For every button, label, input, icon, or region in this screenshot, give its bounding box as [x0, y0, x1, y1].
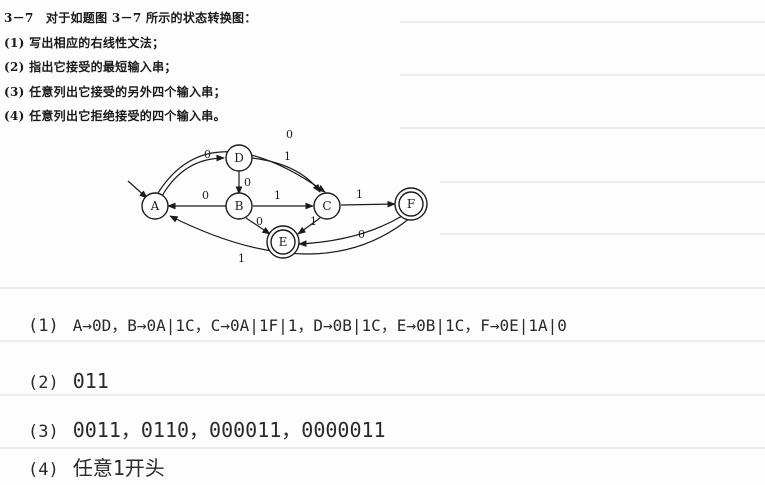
state-a: A — [141, 192, 169, 220]
state-c: C — [313, 192, 341, 220]
edge-label-d-b: 0 — [244, 176, 251, 189]
edge-label-b-a: 0 — [202, 189, 209, 202]
svg-text:E: E — [279, 235, 288, 249]
start-arrow — [127, 180, 148, 199]
answer-4: (4) 任意1开头 — [28, 452, 165, 481]
edge-label-f-e: 0 — [358, 228, 365, 241]
question-item-1: (1) 写出相应的右线性文法； — [4, 35, 165, 50]
edge-label-b-c: 1 — [274, 189, 281, 202]
state-transition-diagram: 0 1 0 0 1 0 1 1 0 0 1 A — [127, 128, 428, 265]
svg-text:C: C — [322, 199, 331, 213]
svg-text:A: A — [150, 199, 160, 213]
state-d: D — [225, 144, 253, 172]
question-item-3: (3) 任意列出它接受的另外四个输入串； — [4, 84, 226, 99]
edge-label-d-c: 1 — [284, 150, 291, 163]
answer-1: (1) A→0D，B→0A|1C，C→0A|1F|1，D→0B|1C，E→0B|1… — [28, 312, 567, 336]
edge-a-c — [157, 151, 326, 194]
answer-3-number: (3) — [28, 422, 59, 442]
answer-4-number: (4) — [28, 460, 59, 480]
edge-d-c — [251, 157, 321, 193]
question-header: 3－7 对于如题图 3－7 所示的状态转换图： — [4, 11, 257, 25]
question-text: 3－7 对于如题图 3－7 所示的状态转换图： (1) 写出相应的右线性文法； … — [4, 6, 257, 129]
edge-label-c-e: 1 — [310, 215, 317, 228]
state-e-final: E — [266, 225, 300, 259]
svg-text:D: D — [234, 151, 244, 165]
edge-label-c-f: 1 — [356, 188, 363, 201]
edge-f-e — [298, 215, 403, 247]
edge-label-f-a: 1 — [238, 252, 245, 265]
answer-3: (3) 0011，0110，000011，0000011 — [28, 414, 386, 443]
edge-f-a — [169, 215, 411, 255]
answer-2: (2) 011 — [28, 369, 109, 393]
answer-3-text: 0011，0110，000011，0000011 — [72, 418, 386, 442]
answer-2-number: (2) — [28, 373, 59, 393]
edge-b-e — [245, 217, 271, 235]
question-item-4: (4) 任意列出它拒绝接受的四个输入串。 — [4, 109, 226, 123]
edge-a-d — [161, 154, 225, 197]
state-b: B — [225, 192, 253, 220]
answer-1-number: (1) — [28, 316, 59, 336]
answer-1-text: A→0D，B→0A|1C，C→0A|1F|1，D→0B|1C，E→0B|1C，F… — [72, 316, 567, 335]
edge-c-e — [297, 217, 321, 235]
answer-4-text: 任意1开头 — [72, 456, 165, 480]
svg-text:B: B — [235, 199, 244, 213]
edge-label-a-c: 0 — [286, 128, 293, 141]
svg-text:F: F — [407, 197, 415, 211]
answer-2-text: 011 — [72, 369, 109, 393]
edge-c-f — [340, 200, 396, 208]
state-f-final: F — [394, 187, 428, 221]
question-item-2: (2) 指出它接受的最短输入串； — [4, 60, 177, 74]
edge-label-b-e: 0 — [256, 215, 263, 228]
